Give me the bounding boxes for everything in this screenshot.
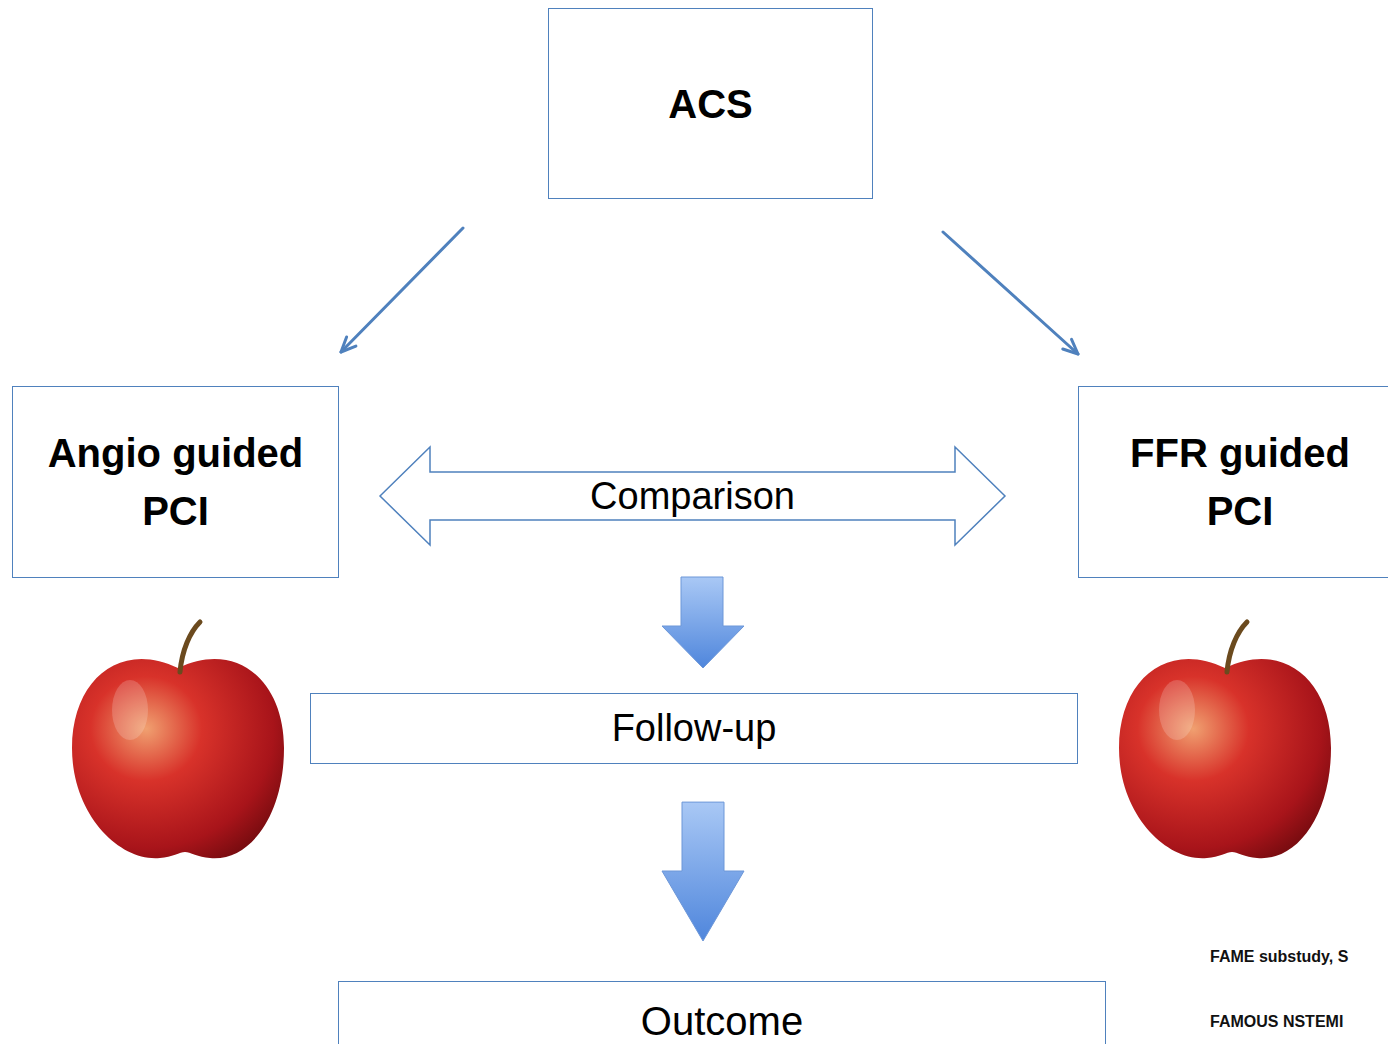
reference-note: FAME substudy, S xyxy=(1210,948,1348,966)
apple-picture xyxy=(1119,622,1331,858)
process-box: ACS xyxy=(548,8,873,199)
box-text: ACS xyxy=(668,75,752,133)
edge-label: Comparison xyxy=(590,477,795,515)
box-text: Outcome xyxy=(641,992,803,1044)
process-box: Outcome xyxy=(338,981,1106,1044)
process-box: Follow-up xyxy=(310,693,1078,764)
arrow-line xyxy=(943,232,1078,354)
reference-note: FAMOUS NSTEMI xyxy=(1210,1013,1343,1031)
box-text: FFR guided PCI xyxy=(1095,424,1385,540)
process-box: FFR guided PCI xyxy=(1078,386,1388,578)
comparison-arrow xyxy=(380,447,1005,545)
arrow-line xyxy=(341,228,463,352)
process-box: Angio guided PCI xyxy=(12,386,339,578)
block-arrow xyxy=(662,577,744,668)
box-text: Follow-up xyxy=(612,701,777,756)
apple-picture xyxy=(72,622,284,858)
block-arrow xyxy=(662,802,744,941)
box-text: Angio guided PCI xyxy=(31,424,321,540)
